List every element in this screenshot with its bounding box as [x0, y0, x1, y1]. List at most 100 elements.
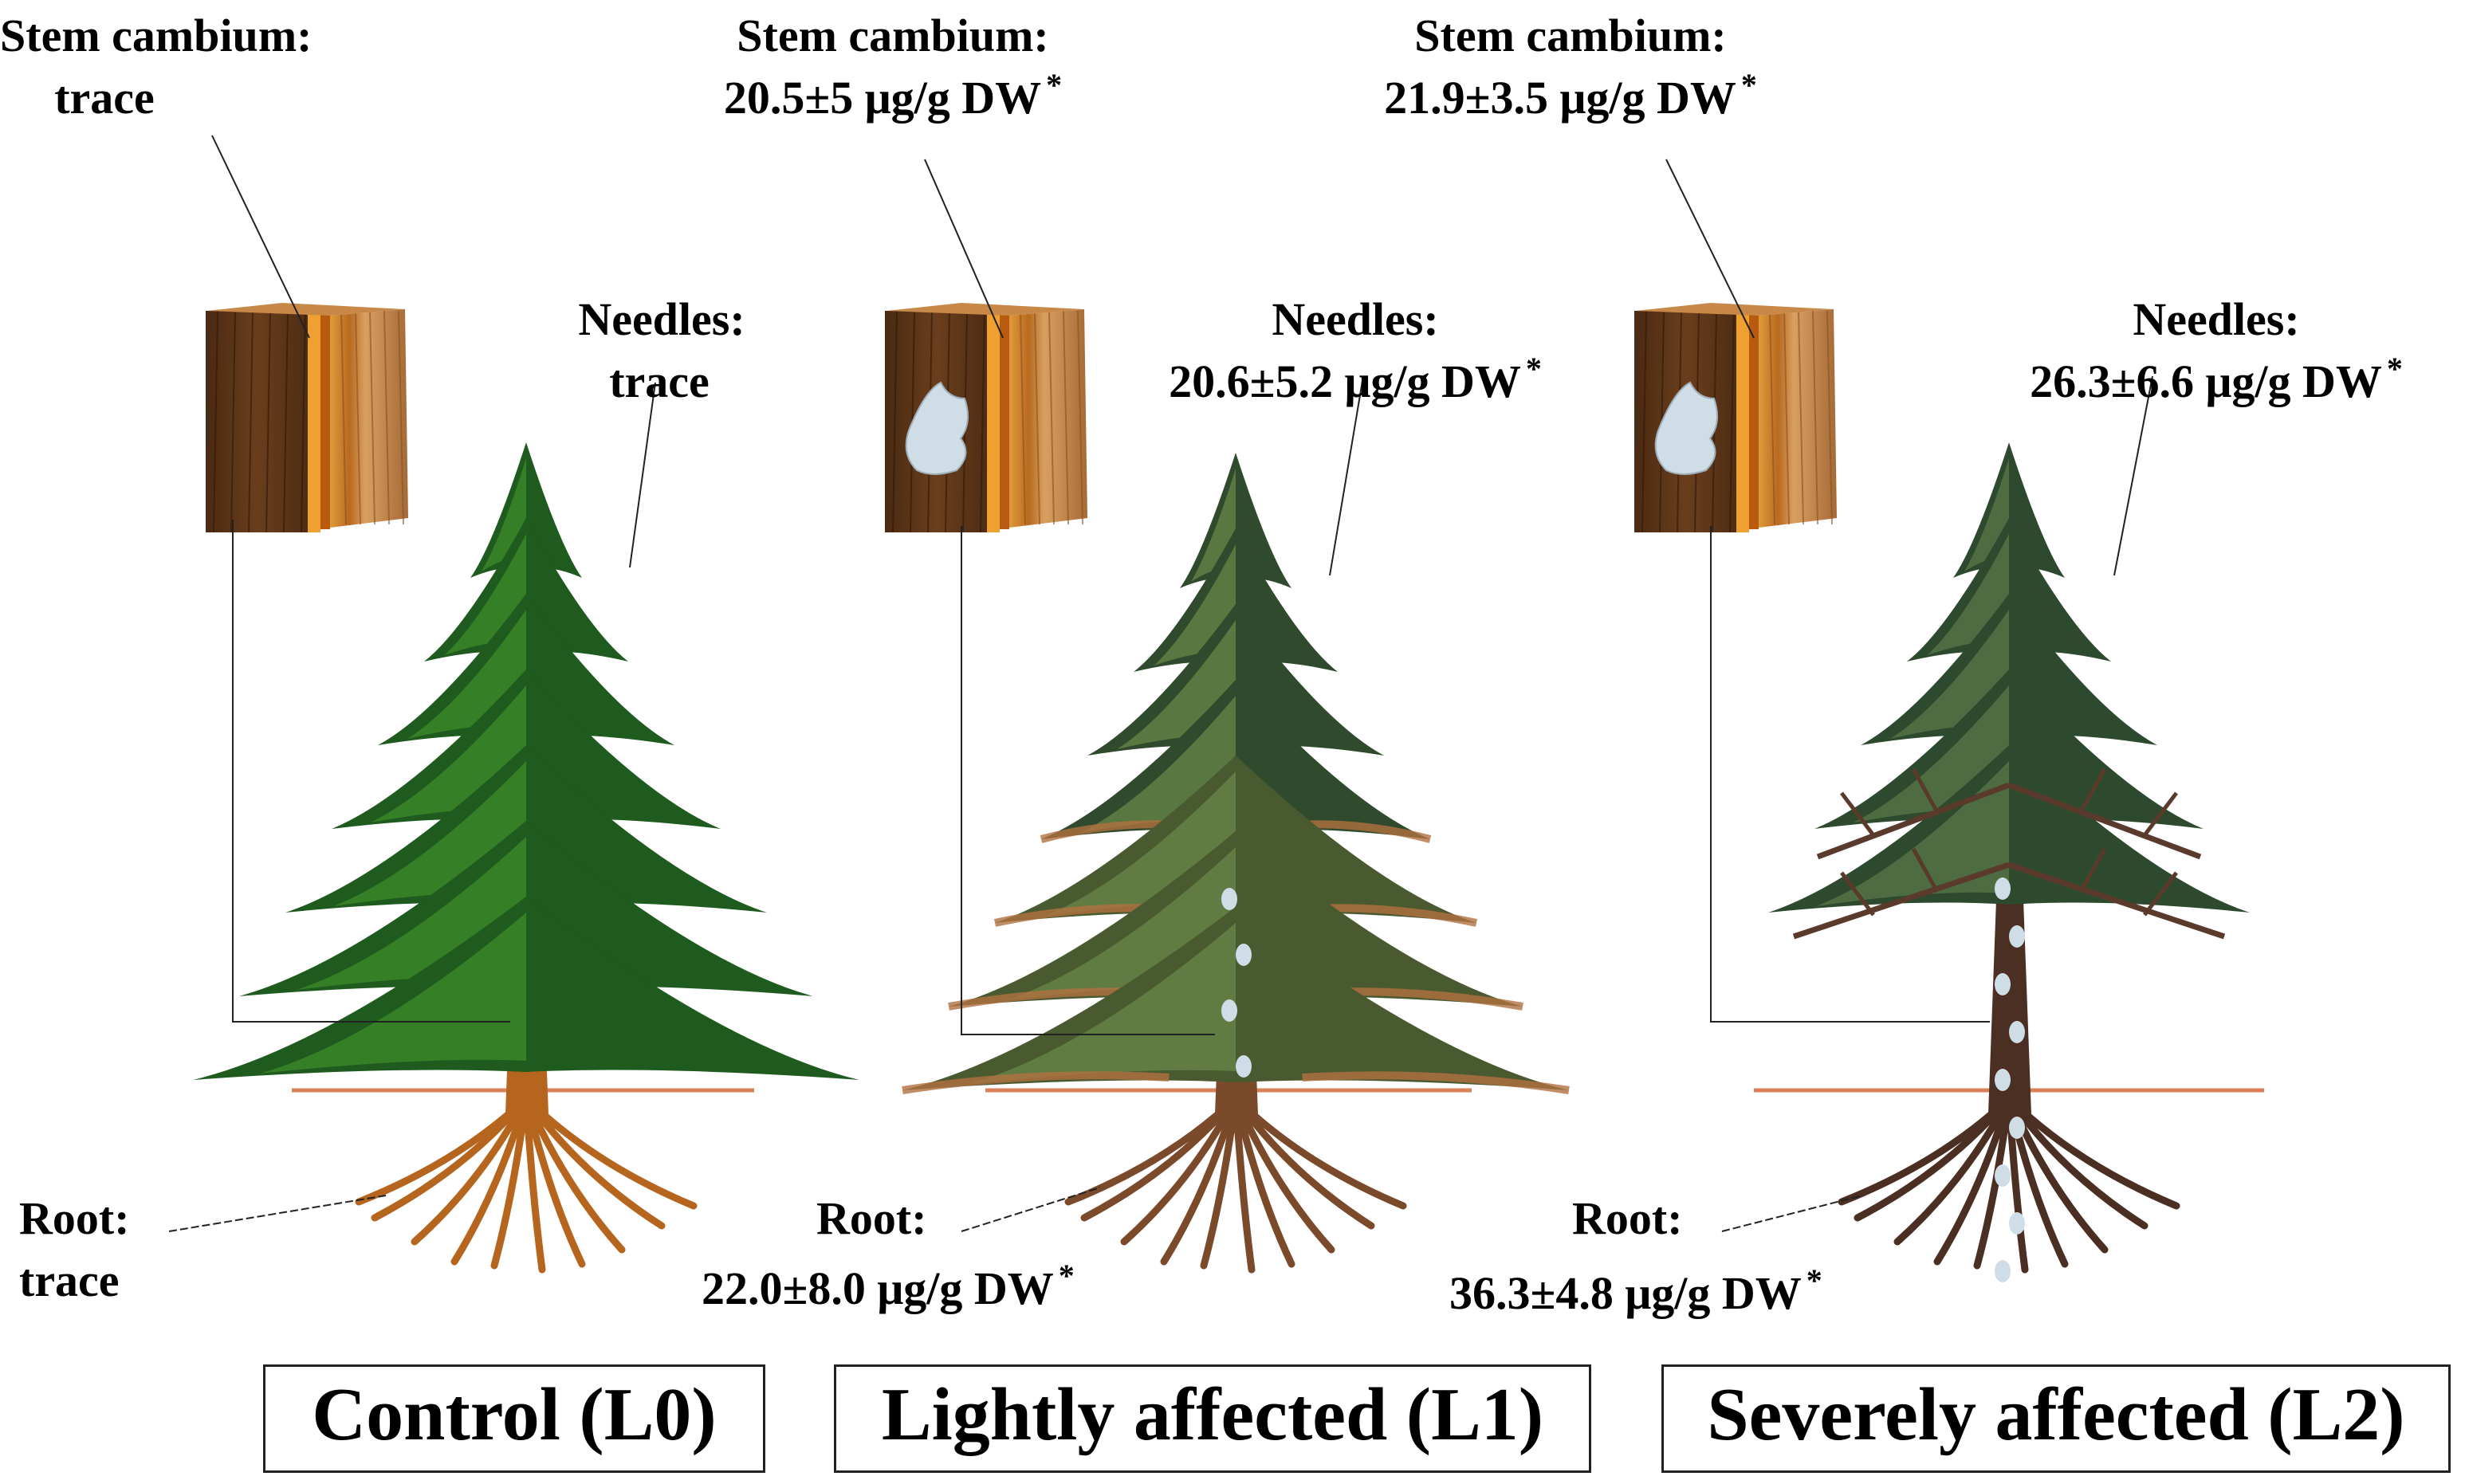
cambium-layer [1736, 314, 1749, 532]
wood-top [1636, 303, 1834, 316]
root-strand [1232, 1094, 1375, 1230]
lichen-spot [1995, 973, 2011, 995]
root-strand [522, 1094, 546, 1274]
crown [902, 453, 1570, 1094]
wood-grain [1798, 310, 1804, 525]
root-strand [1200, 1094, 1240, 1270]
stem-value: 20.5±5 μg/g DW* [723, 67, 1063, 124]
needles-title: Needles: [2133, 293, 2300, 345]
root-strand [2005, 1094, 2180, 1210]
lichen-spot [1995, 1069, 2011, 1091]
wood-grain [369, 310, 375, 525]
lichen-spot [2009, 1117, 2025, 1139]
bare-twig [1911, 847, 1940, 893]
root-strand [450, 1094, 530, 1266]
lichen-spot [1995, 1164, 2011, 1187]
root-value: trace [19, 1254, 120, 1306]
bare-twig [2078, 768, 2107, 814]
stem-leader-line [924, 159, 1004, 339]
stem-connector [961, 526, 1215, 1035]
caption-light: Lightly affected (L1) [834, 1364, 1591, 1473]
caption-control: Control (L0) [263, 1364, 765, 1473]
root-value-severe: 36.3±4.8 μg/g DW* [1449, 1262, 1822, 1319]
stem-leader-line [211, 135, 310, 339]
root-strand [1120, 1094, 1240, 1246]
wood-grain [1034, 310, 1040, 525]
root-leader-line [1721, 1195, 1863, 1232]
caption-severe: Severely affected (L2) [1661, 1364, 2451, 1473]
root-strand [1064, 1094, 1240, 1206]
wood-block [1634, 303, 1837, 533]
lichen-spot [1236, 1055, 1252, 1078]
wood-grain [301, 310, 306, 533]
needles-label-light: Needles: 20.6±5.2 μg/g DW* [1116, 289, 1594, 418]
lichen-spot [1995, 877, 2011, 900]
wood-grain [340, 310, 347, 525]
roots [1064, 1094, 1407, 1274]
bare-twig [2143, 791, 2178, 837]
root-strand [2005, 1094, 2149, 1230]
wood-grain [1812, 310, 1818, 525]
bark-layer [320, 312, 330, 529]
stem-label-control: Stem cambium: trace [0, 5, 313, 134]
needles-value: trace [609, 355, 710, 407]
crown-highlight [1816, 761, 2009, 906]
needles-leader-line [629, 382, 656, 568]
bare-twig [1840, 871, 1875, 917]
stem-connector [1710, 526, 1990, 1023]
wood-grain [1641, 310, 1647, 533]
root-leader-line [168, 1195, 387, 1232]
lichen-patch [1654, 381, 1718, 475]
crown [1768, 442, 2250, 940]
tree-panel-0 [168, 135, 859, 1274]
root-strand [355, 1094, 530, 1206]
wood-top [207, 303, 405, 316]
wood-grain [1826, 310, 1833, 525]
root-title: Root: [19, 1192, 130, 1244]
needles-title: Needles: [1272, 293, 1439, 345]
wood-grain [980, 310, 985, 533]
root-label-severe: Root: [1572, 1188, 1683, 1250]
root-title: Root: [1572, 1192, 1683, 1244]
lichen-spot [1221, 999, 1237, 1022]
brown-needles [1302, 1071, 1570, 1094]
cambium-layer [308, 314, 320, 532]
stem-title: Stem cambium: [0, 10, 313, 61]
root-strand [522, 1094, 626, 1254]
bare-twig [2078, 847, 2107, 893]
root-strand [1232, 1094, 1335, 1254]
lichen-spot [1221, 888, 1237, 910]
needles-value: 26.3±6.6 μg/g DW* [2030, 351, 2403, 407]
bare-twig [2143, 871, 2178, 917]
stem-title: Stem cambium: [1414, 10, 1727, 61]
bare-branch [1792, 862, 2011, 940]
bare-twig [1911, 768, 1940, 814]
needles-label-severe: Needles: 26.3±6.6 μg/g DW* [1977, 289, 2455, 418]
crown [193, 442, 859, 1080]
stem-connector [232, 520, 510, 1023]
lichen-spot [2009, 1021, 2025, 1043]
root-label-control: Root: trace [19, 1188, 130, 1317]
root-strand [1232, 1094, 1407, 1210]
crown-highlight [259, 913, 526, 1074]
root-strand [1160, 1094, 1240, 1266]
lichen-spot [1995, 1260, 2011, 1282]
roots [355, 1094, 698, 1274]
wood-block [206, 303, 408, 533]
bark-layer [1000, 312, 1009, 529]
tree-panel-2 [1634, 159, 2264, 1282]
bark-layer [1749, 312, 1759, 529]
stem-title: Stem cambium: [737, 10, 1049, 61]
root-strand [1973, 1094, 2013, 1270]
wood-grain [1729, 310, 1735, 533]
bare-twig [1840, 791, 1875, 837]
root-value-light: 22.0±8.0 μg/g DW* [702, 1258, 1075, 1314]
stem-label-light: Stem cambium: 20.5±5 μg/g DW* [630, 5, 1156, 134]
tree-panel-1 [885, 159, 1570, 1274]
wood-grain [1063, 310, 1069, 525]
wood-grain [265, 310, 271, 533]
lichen-spot [1236, 944, 1252, 966]
root-strand [522, 1094, 586, 1268]
wood-face [206, 311, 309, 532]
